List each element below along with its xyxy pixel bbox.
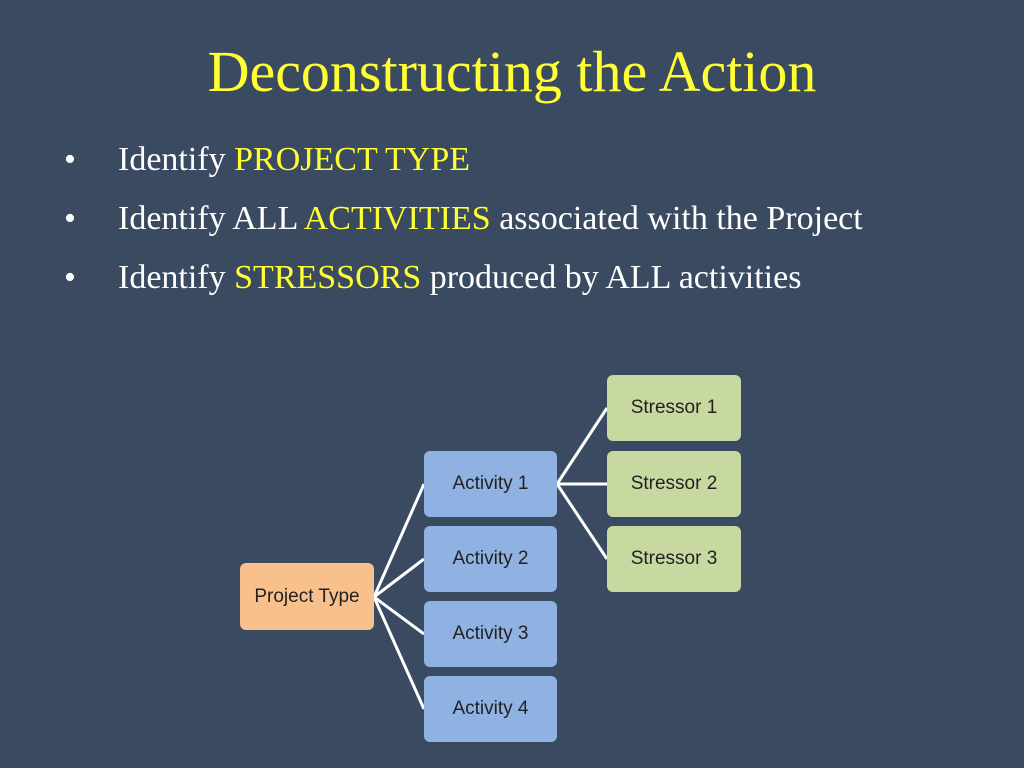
bullet-marker: • xyxy=(64,200,76,237)
stressor-node-1: Stressor 1 xyxy=(607,375,741,441)
bullet-marker: • xyxy=(64,141,76,178)
bullet-text: produced by ALL activities xyxy=(421,259,802,296)
bullet-list: • Identify PROJECT TYPE • Identify ALL ACT… xyxy=(64,136,964,313)
slide-title: Deconstructing the Action xyxy=(207,39,817,104)
bullet-item: • Identify PROJECT TYPE xyxy=(64,136,964,184)
bullet-item: • Identify STRESSORS produced by ALL acti… xyxy=(64,254,964,302)
bullet-text: Identify xyxy=(118,259,235,296)
connector-project-activity-1 xyxy=(372,483,426,598)
bullet-item: • Identify ALL ACTIVITIES associated with… xyxy=(64,195,964,243)
stressor-node-3: Stressor 3 xyxy=(607,526,741,592)
connector-activity-1-stressor-1 xyxy=(555,407,609,485)
stressor-node-2: Stressor 2 xyxy=(607,451,741,517)
bullet-highlight: STRESSORS xyxy=(234,259,422,296)
bullet-marker: • xyxy=(64,259,76,296)
bullet-highlight: ACTIVITIES xyxy=(303,200,491,237)
activity-node-2: Activity 2 xyxy=(424,526,557,592)
project-type-node: Project Type xyxy=(240,563,374,630)
connector-project-activity-2 xyxy=(373,557,425,599)
activity-node-1: Activity 1 xyxy=(424,451,557,517)
bullet-text: associated with the Project xyxy=(490,200,863,237)
connector-project-activity-3 xyxy=(373,595,425,636)
connector-activity-1-stressor-3 xyxy=(555,483,609,560)
activity-node-4: Activity 4 xyxy=(424,676,557,742)
activity-node-3: Activity 3 xyxy=(424,601,557,667)
bullet-text: Identify ALL xyxy=(118,200,304,237)
bullet-text: Identify xyxy=(118,141,235,178)
bullet-highlight: PROJECT TYPE xyxy=(234,141,470,178)
connector-project-activity-4 xyxy=(372,596,426,710)
